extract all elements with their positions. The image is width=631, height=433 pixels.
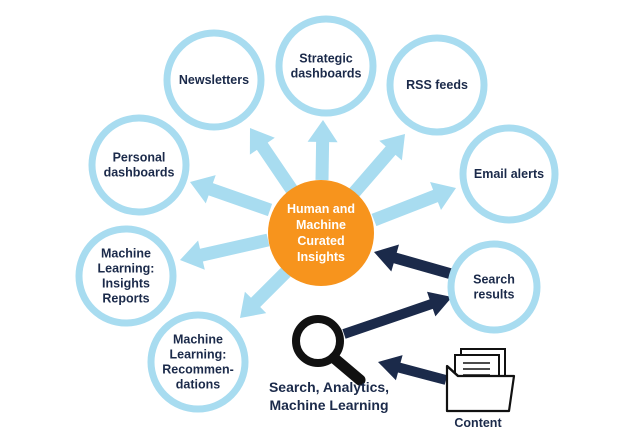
arrow-to-rss-feeds: [348, 134, 405, 199]
label-line: Insights: [297, 250, 345, 264]
arrow-to-email-alerts: [371, 182, 456, 227]
arrow-to-personal-dashboards: [190, 175, 273, 217]
label-line: results: [474, 288, 515, 302]
input-arrows: [342, 244, 457, 385]
arrow-results-to-center: [374, 244, 457, 281]
label-line: Human and: [287, 202, 355, 216]
arrow-to-newsletters: [249, 128, 300, 197]
document-folder-icon: [445, 348, 516, 413]
content-label: Content: [454, 416, 502, 430]
arrow-to-ml-insights-reports: [180, 233, 270, 270]
node-ring: [459, 124, 559, 224]
label-line: dations: [176, 378, 220, 392]
arrow-content-to-search: [378, 355, 448, 385]
label-line: Insights: [102, 277, 150, 291]
node-label: Email alerts: [474, 167, 544, 181]
label-line: Machine: [101, 247, 151, 261]
label-line: Recommen-: [162, 363, 234, 377]
label-line: Curated: [297, 234, 344, 248]
label-line: Search, Analytics,: [269, 379, 389, 395]
label-line: Email alerts: [474, 167, 544, 181]
label-line: Machine Learning: [269, 397, 388, 413]
node-ring: [88, 114, 190, 216]
label-line: Machine: [296, 218, 346, 232]
node-newsletters: Newsletters: [163, 29, 265, 131]
arrow-to-ml-recommendations: [240, 265, 293, 318]
label-line: Newsletters: [179, 73, 249, 87]
node-label: Newsletters: [179, 73, 249, 87]
label-line: Learning:: [98, 262, 155, 276]
node-ring: [163, 29, 265, 131]
label-line: dashboards: [104, 166, 175, 180]
label-line: RSS feeds: [406, 78, 468, 92]
node-label: RSS feeds: [406, 78, 468, 92]
node-email-alerts: Email alerts: [459, 124, 559, 224]
node-ring: [75, 225, 177, 327]
arrow-search-to-results: [342, 291, 452, 339]
label-line: Search: [473, 273, 515, 287]
label-line: Learning:: [170, 348, 227, 362]
magnifier-icon: [292, 315, 366, 386]
output-arrows: [180, 120, 456, 318]
node-ring: [147, 311, 249, 413]
label-line: dashboards: [291, 67, 362, 81]
label-line: Machine: [173, 333, 223, 347]
node-ring: [386, 34, 488, 136]
label-line: Personal: [113, 151, 166, 165]
search-tool-label: Search, Analytics, Machine Learning: [269, 379, 389, 413]
arrow-to-strategic-dashboards: [307, 120, 338, 181]
label-line: Strategic: [299, 52, 353, 66]
node-rss-feeds: RSS feeds: [386, 34, 488, 136]
label-line: Reports: [102, 292, 149, 306]
node-ring: [275, 15, 377, 117]
